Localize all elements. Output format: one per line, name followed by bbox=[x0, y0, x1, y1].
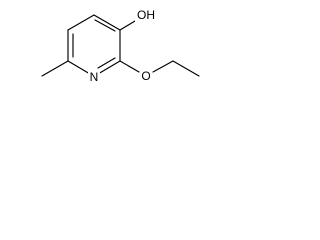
ring-nitrogen-label: N bbox=[90, 70, 99, 84]
ring-double-bond-inner-top bbox=[94, 19, 116, 32]
molecule-structure-canvas: OH N O bbox=[0, 0, 216, 98]
ring-bond-c2-n1 bbox=[97, 60, 121, 75]
ether-bond-ring-to-oxygen bbox=[119, 60, 140, 73]
ethyl-bond-ch2-to-ch3 bbox=[172, 60, 200, 77]
hydroxyl-label: OH bbox=[137, 8, 155, 22]
ring-bond-c4-c5 bbox=[67, 14, 95, 31]
structure-diagram: OH N O bbox=[41, 8, 200, 85]
hydroxyl-label-background bbox=[135, 8, 157, 23]
ring-double-bond-inner-bottom bbox=[97, 57, 116, 69]
ethyl-bond-oxygen-to-ch2 bbox=[152, 60, 174, 73]
ether-oxygen-label: O bbox=[141, 69, 150, 83]
methyl-bond bbox=[41, 60, 69, 77]
nitrogen-label-background bbox=[88, 70, 100, 85]
ring-bond-c4-c3 bbox=[93, 14, 121, 31]
ether-oxygen-label-background bbox=[140, 69, 152, 84]
ring-bond-n1-c6 bbox=[67, 60, 91, 75]
